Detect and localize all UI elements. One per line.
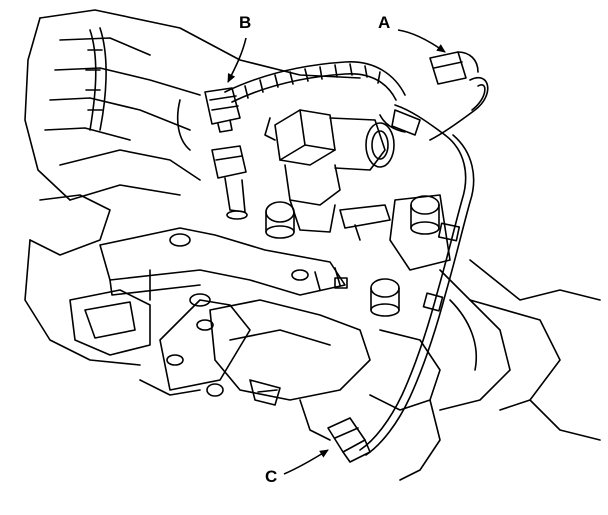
wiring-conduit-left: [85, 27, 107, 131]
callout-a-leader: [397, 29, 446, 53]
wiring-conduit-top: [224, 61, 406, 103]
connector-b: [176, 87, 241, 151]
callout-b-leader: [227, 37, 247, 83]
right-bolts: [370, 194, 451, 317]
bracket-plate: [99, 227, 348, 296]
callout-label-c: C: [265, 467, 278, 486]
transmission-housing: [369, 259, 601, 481]
harness-right: [359, 77, 489, 456]
engine-upper-body: [24, 9, 361, 201]
callout-label-a: A: [378, 13, 391, 32]
callout-c-leader: [283, 449, 329, 475]
engine-lower-left: [24, 194, 251, 396]
central-valve-assembly: [264, 109, 395, 241]
callout-label-b: B: [239, 13, 252, 32]
connector-c: [327, 417, 371, 463]
sensor-mid: [211, 145, 248, 220]
connector-a: [429, 51, 479, 85]
lower-casting: [206, 299, 371, 441]
